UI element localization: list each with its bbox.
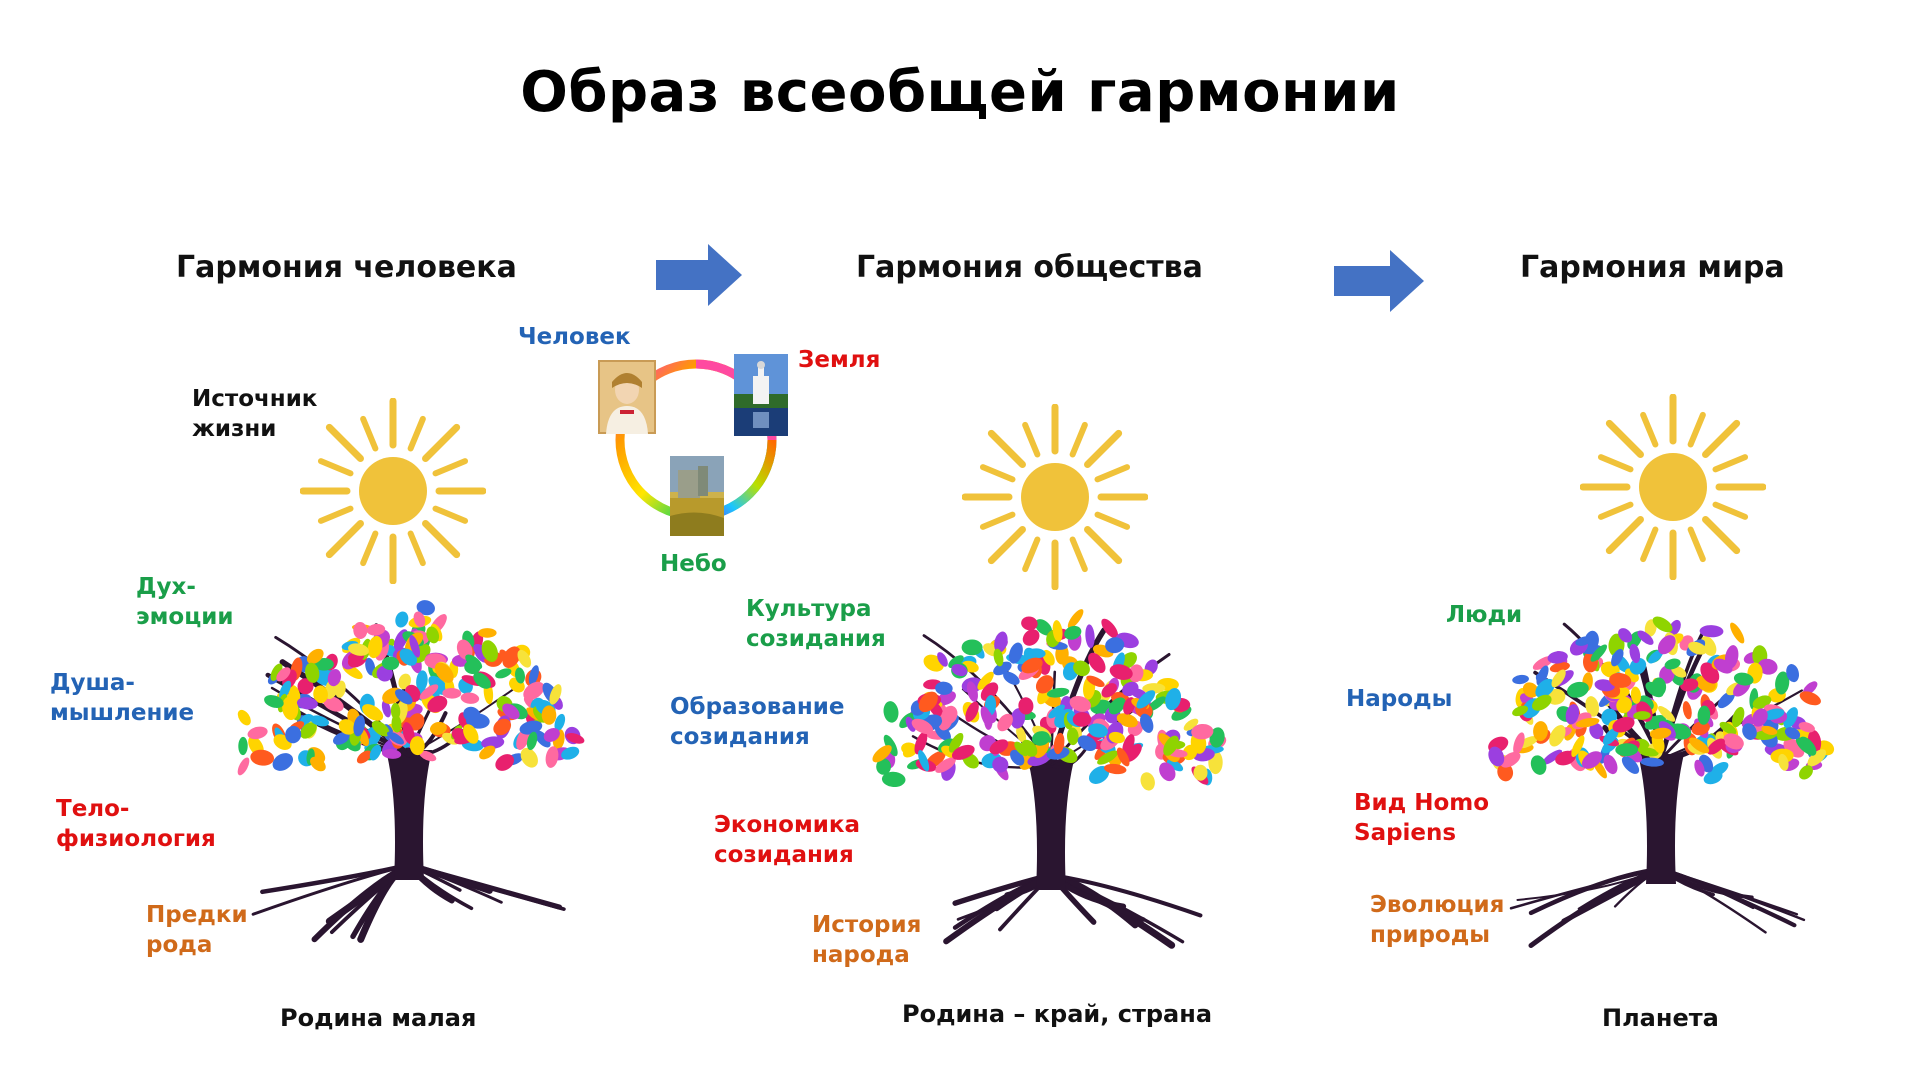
label-culture: Культура созидания xyxy=(746,596,886,652)
label-economy: Экономика созидания xyxy=(714,812,861,868)
base-label-planet: Планета xyxy=(1602,1004,1719,1032)
panel-heading-world: Гармония мира xyxy=(1520,250,1785,285)
label-spirit-emotions: Дух-эмоции xyxy=(136,574,234,630)
tree-icon xyxy=(1488,616,1835,948)
tree-icon xyxy=(237,600,585,943)
label-people: Люди xyxy=(1446,602,1523,628)
label-history: История народа xyxy=(812,912,922,968)
base-label-homeland-country: Родина – край, страна xyxy=(902,1000,1213,1028)
cycle-label-human: Человек xyxy=(518,324,631,350)
cycle-label-earth: Земля xyxy=(798,347,881,373)
portrait-photo-icon xyxy=(598,360,656,434)
panel-heading-human: Гармония человека xyxy=(176,250,517,285)
sun-icon xyxy=(300,398,486,584)
label-homo-sapiens: Вид Homo Sapiens xyxy=(1354,790,1490,846)
arrow-right-icon xyxy=(1334,250,1424,312)
base-label-homeland-small: Родина малая xyxy=(280,1004,477,1032)
label-nations: Народы xyxy=(1346,686,1453,712)
label-body-physiology: Тело-физиология xyxy=(56,796,216,852)
sun-label: Источник жизни xyxy=(192,386,318,442)
church-photo-icon xyxy=(734,354,788,436)
field-photo-icon xyxy=(670,456,724,536)
sun-icon xyxy=(1580,394,1766,580)
panel-heading-society: Гармония общества xyxy=(856,250,1203,285)
label-evolution: Эволюция природы xyxy=(1370,892,1505,948)
sun-icon xyxy=(962,404,1148,590)
arrow-right-icon xyxy=(656,244,742,306)
tree-icon xyxy=(872,609,1227,949)
label-education: Образование созидания xyxy=(670,694,845,750)
label-soul-thinking: Душа-мышление xyxy=(50,670,195,726)
label-ancestors: Предки рода xyxy=(146,902,248,958)
page-title: Образ всеобщей гармонии xyxy=(520,60,1400,125)
cycle-label-sky: Небо xyxy=(660,551,727,577)
